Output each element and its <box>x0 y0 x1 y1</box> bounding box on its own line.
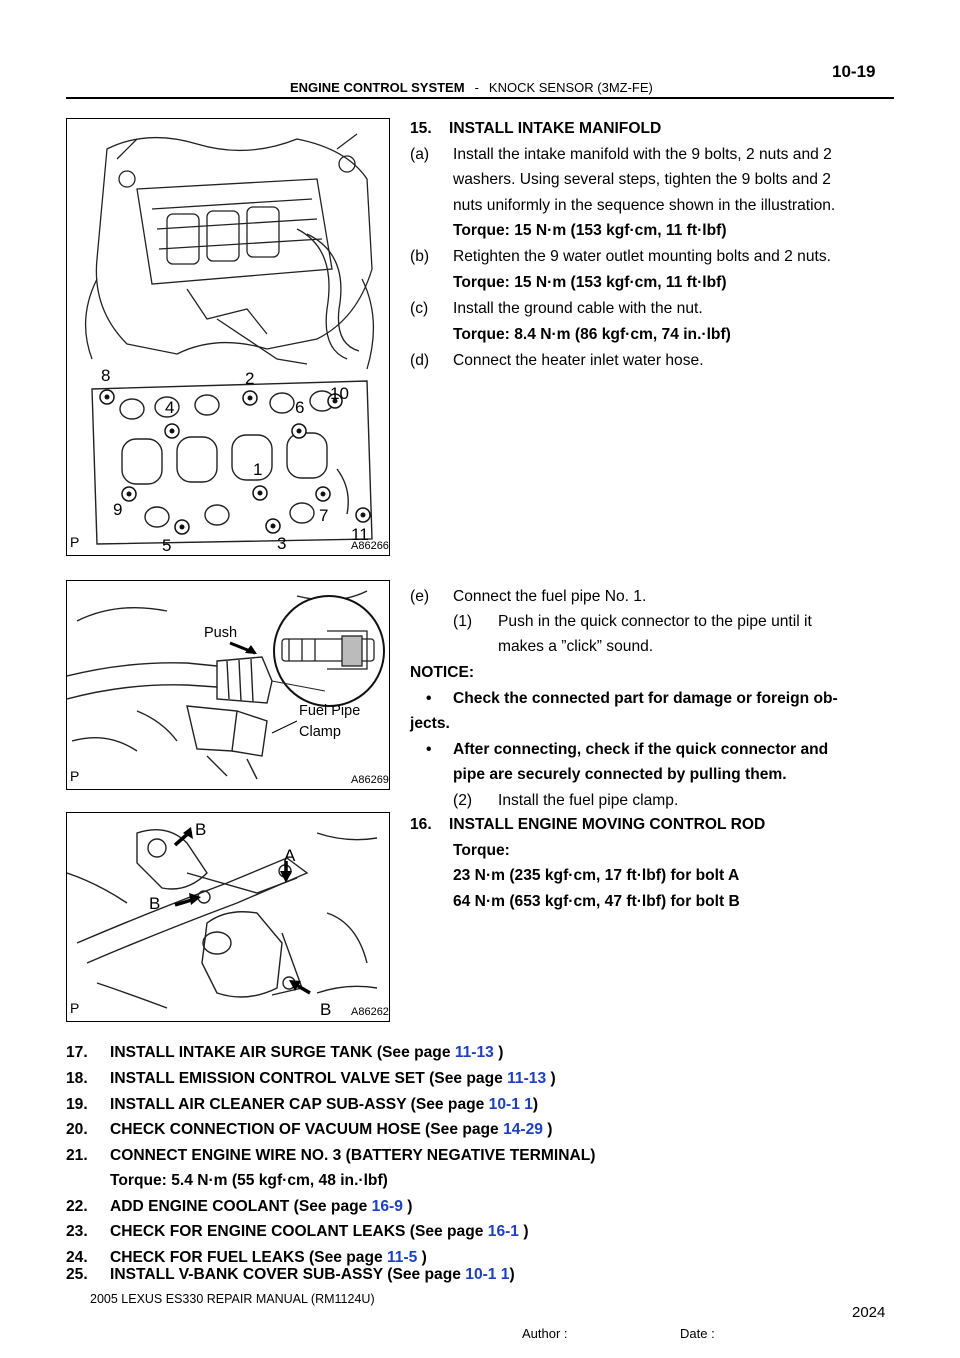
notice-bullet-line: pipe are securely connected by pulling t… <box>453 766 787 783</box>
step-number: 18. <box>66 1070 88 1087</box>
torque-spec: Torque: 5.4 N·m (55 kgf·cm, 48 in.·lbf) <box>110 1172 388 1189</box>
clamp-label-line1: Fuel Pipe <box>299 703 360 719</box>
step-number: 25. <box>66 1266 88 1283</box>
bolt-b-left-label: B <box>149 894 160 913</box>
substep-e1-line: makes a ”click” sound. <box>498 638 654 655</box>
torque-label: Torque: <box>453 842 510 859</box>
substep-marker: (a) <box>410 146 430 163</box>
torque-spec: Torque: 15 N·m (153 kgf·cm, 11 ft·lbf) <box>453 274 727 291</box>
author-field: Author : <box>522 1326 568 1341</box>
page-link[interactable]: 16-1 <box>487 1223 519 1240</box>
torque-spec: 23 N·m (235 kgf·cm, 17 ft·lbf) for bolt … <box>453 867 740 884</box>
substep-marker: (d) <box>410 352 430 369</box>
page-number: 10-19 <box>832 62 876 81</box>
bolt-a-label: A <box>284 846 296 865</box>
step-number: 23. <box>66 1223 88 1240</box>
clamp-label-line2: Clamp <box>299 724 341 740</box>
fuel-pipe-illustration: Push Fuel Pipe Clamp P A86269 <box>67 590 389 786</box>
bullet: • <box>426 741 432 758</box>
bolt-number: 8 <box>101 366 110 385</box>
step-text: CHECK FOR ENGINE COOLANT LEAKS (See page… <box>110 1223 529 1240</box>
substep-a-line: Install the intake manifold with the 9 b… <box>453 146 832 163</box>
substep-b-line: Retighten the 9 water outlet mounting bo… <box>453 248 831 265</box>
page-link[interactable]: 10-1 1 <box>488 1096 533 1113</box>
figure-intake-manifold: 8 2 10 4 6 1 9 7 11 5 3 P A86266 <box>66 118 390 556</box>
substep-e1-line: Push in the quick connector to the pipe … <box>498 613 812 630</box>
bolt-number: 2 <box>245 369 254 388</box>
bolt-number: 4 <box>165 398 174 417</box>
step-number: 20. <box>66 1121 88 1138</box>
figure-fuel-pipe: Push Fuel Pipe Clamp P A86269 <box>66 580 390 790</box>
substep-marker: (2) <box>453 792 473 809</box>
figure-corner-mark: P <box>70 768 79 784</box>
page-link[interactable]: 11-13 <box>507 1070 547 1087</box>
bolt-number: 10 <box>330 384 349 403</box>
control-rod-illustration: B A B B P A86262 <box>67 820 389 1019</box>
step-number: 17. <box>66 1044 88 1061</box>
substep-a-line: washers. Using several steps, tighten th… <box>453 171 831 188</box>
bolt-number: 11 <box>351 525 369 544</box>
substep-marker: (b) <box>410 248 430 265</box>
page-link[interactable]: 16-9 <box>371 1198 403 1215</box>
step-16-title: 16. INSTALL ENGINE MOVING CONTROL ROD <box>410 816 766 833</box>
page-link[interactable]: 11-13 <box>454 1044 494 1061</box>
notice-bullet-line: After connecting, check if the quick con… <box>453 741 829 758</box>
bolt-number: 1 <box>253 460 262 479</box>
step-text: INSTALL AIR CLEANER CAP SUB-ASSY (See pa… <box>110 1096 539 1113</box>
substep-c-line: Install the ground cable with the nut. <box>453 300 703 317</box>
step-number: 19. <box>66 1096 88 1113</box>
bolt-number: 3 <box>277 534 286 553</box>
torque-spec: 64 N·m (653 kgf·cm, 47 ft·lbf) for bolt … <box>453 893 740 910</box>
section-title: ENGINE CONTROL SYSTEM <box>290 80 465 95</box>
substep-a-line: nuts uniformly in the sequence shown in … <box>453 197 836 214</box>
bolt-number: 9 <box>113 500 122 519</box>
notice-label: NOTICE: <box>410 664 475 681</box>
step-text: INSTALL V-BANK COVER SUB-ASSY (See page … <box>110 1266 515 1283</box>
step-15-title: 15. INSTALL INTAKE MANIFOLD <box>410 120 662 137</box>
bolt-number: 5 <box>162 536 171 555</box>
step-text: INSTALL EMISSION CONTROL VALVE SET (See … <box>110 1070 556 1087</box>
manual-footer: 2005 LEXUS ES330 REPAIR MANUAL (RM1124U) <box>90 1292 375 1306</box>
figure-corner-mark: P <box>70 1000 79 1016</box>
bolt-b-top-label: B <box>195 820 206 839</box>
bullet: • <box>426 690 432 707</box>
torque-spec: Torque: 8.4 N·m (86 kgf·cm, 74 in.·lbf) <box>453 326 731 343</box>
footer-page-number: 2024 <box>852 1304 886 1321</box>
torque-spec: Torque: 15 N·m (153 kgf·cm, 11 ft·lbf) <box>453 222 727 239</box>
intake-manifold-illustration: 8 2 10 4 6 1 9 7 11 5 3 P A86266 <box>70 133 389 555</box>
bolt-b-bottom-label: B <box>320 1000 331 1019</box>
substep-marker: (c) <box>410 300 429 317</box>
step-number: 22. <box>66 1198 88 1215</box>
step-text: INSTALL INTAKE AIR SURGE TANK (See page … <box>110 1044 504 1061</box>
page-link[interactable]: 10-1 1 <box>465 1266 510 1283</box>
page-link[interactable]: 11-5 <box>386 1249 418 1266</box>
step-number: 24. <box>66 1249 88 1266</box>
figure-id: A86266 <box>351 540 389 552</box>
step-text: CONNECT ENGINE WIRE NO. 3 (BATTERY NEGAT… <box>110 1147 596 1164</box>
substep-d-line: Connect the heater inlet water hose. <box>453 352 704 369</box>
substep-e2-line: Install the fuel pipe clamp. <box>498 792 679 809</box>
bolt-number: 6 <box>295 398 304 417</box>
step-text: ADD ENGINE COOLANT (See page 16-9 ) <box>110 1198 413 1215</box>
substep-e-line: Connect the fuel pipe No. 1. <box>453 588 647 605</box>
step-text: CHECK CONNECTION OF VACUUM HOSE (See pag… <box>110 1121 553 1138</box>
subsection-title: KNOCK SENSOR (3MZ-FE) <box>488 80 653 95</box>
notice-bullet-line: jects. <box>410 715 450 732</box>
figure-id: A86262 <box>351 1006 389 1018</box>
figure-id: A86269 <box>351 774 389 786</box>
figure-control-rod: B A B B P A86262 <box>66 812 390 1022</box>
header-separator: - <box>474 80 479 95</box>
substep-marker: (e) <box>410 588 430 605</box>
bolt-number: 7 <box>319 506 328 525</box>
step-number: 21. <box>66 1147 88 1164</box>
step-text: CHECK FOR FUEL LEAKS (See page 11-5 ) <box>110 1249 427 1266</box>
running-header: ENGINE CONTROL SYSTEM-KNOCK SENSOR (3MZ-… <box>290 80 653 95</box>
page-link[interactable]: 14-29 <box>503 1121 543 1138</box>
substep-marker: (1) <box>453 613 473 630</box>
date-field: Date : <box>680 1326 715 1341</box>
notice-bullet-line: Check the connected part for damage or f… <box>453 690 838 707</box>
figure-corner-mark: P <box>70 534 79 550</box>
header-rule <box>66 97 894 99</box>
push-label: Push <box>204 625 237 641</box>
